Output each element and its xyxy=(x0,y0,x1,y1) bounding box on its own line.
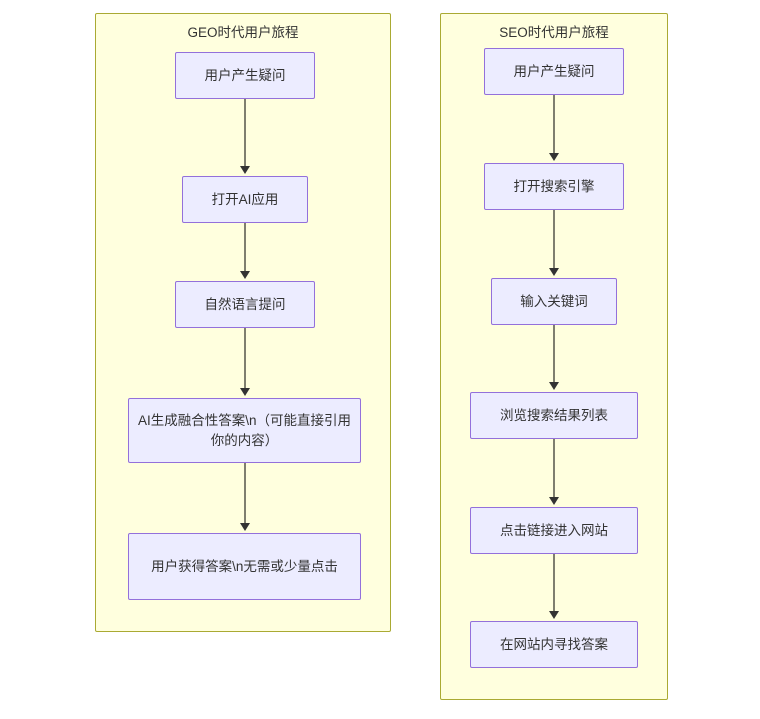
edge-geo-4-5 xyxy=(244,463,246,525)
node-seo-1[interactable]: 用户产生疑问 xyxy=(484,48,624,95)
node-geo-2-label: 打开AI应用 xyxy=(211,191,279,207)
arrowhead-seo-1-2 xyxy=(549,153,559,161)
node-geo-3[interactable]: 自然语言提问 xyxy=(175,281,315,328)
edge-seo-4-5 xyxy=(553,439,555,499)
edge-geo-3-4 xyxy=(244,328,246,390)
node-seo-1-label: 用户产生疑问 xyxy=(513,63,595,79)
node-seo-4[interactable]: 浏览搜索结果列表 xyxy=(470,392,638,439)
arrowhead-seo-2-3 xyxy=(549,268,559,276)
node-seo-3-label: 输入关键词 xyxy=(520,293,588,309)
edge-seo-1-2 xyxy=(553,95,555,155)
edge-seo-2-3 xyxy=(553,210,555,270)
arrowhead-seo-4-5 xyxy=(549,497,559,505)
node-seo-5-label: 点击链接进入网站 xyxy=(500,522,608,538)
arrowhead-geo-1-2 xyxy=(240,166,250,174)
edge-seo-3-4 xyxy=(553,325,555,384)
arrowhead-seo-3-4 xyxy=(549,382,559,390)
edge-geo-2-3 xyxy=(244,223,246,273)
node-seo-6-label: 在网站内寻找答案 xyxy=(500,636,608,652)
node-geo-1[interactable]: 用户产生疑问 xyxy=(175,52,315,99)
node-geo-4[interactable]: AI生成融合性答案\n（可能直接引用你的内容） xyxy=(128,398,361,463)
arrowhead-geo-2-3 xyxy=(240,271,250,279)
edge-seo-5-6 xyxy=(553,554,555,613)
arrowhead-seo-5-6 xyxy=(549,611,559,619)
edge-geo-1-2 xyxy=(244,99,246,168)
node-seo-4-label: 浏览搜索结果列表 xyxy=(500,407,608,423)
node-seo-6[interactable]: 在网站内寻找答案 xyxy=(470,621,638,668)
arrowhead-geo-3-4 xyxy=(240,388,250,396)
arrowhead-geo-4-5 xyxy=(240,523,250,531)
node-geo-4-label: AI生成融合性答案\n（可能直接引用你的内容） xyxy=(137,412,351,448)
node-seo-2-label: 打开搜索引擎 xyxy=(513,178,595,194)
subgraph-seo-title: SEO时代用户旅程 xyxy=(499,25,609,40)
node-seo-5[interactable]: 点击链接进入网站 xyxy=(470,507,638,554)
node-geo-3-label: 自然语言提问 xyxy=(204,296,286,312)
node-seo-3[interactable]: 输入关键词 xyxy=(491,278,617,325)
subgraph-geo-title: GEO时代用户旅程 xyxy=(187,25,299,40)
node-geo-5-label: 用户获得答案\n无需或少量点击 xyxy=(151,558,338,574)
node-geo-2[interactable]: 打开AI应用 xyxy=(182,176,308,223)
node-seo-2[interactable]: 打开搜索引擎 xyxy=(484,163,624,210)
node-geo-5[interactable]: 用户获得答案\n无需或少量点击 xyxy=(128,533,361,600)
node-geo-1-label: 用户产生疑问 xyxy=(204,67,286,83)
